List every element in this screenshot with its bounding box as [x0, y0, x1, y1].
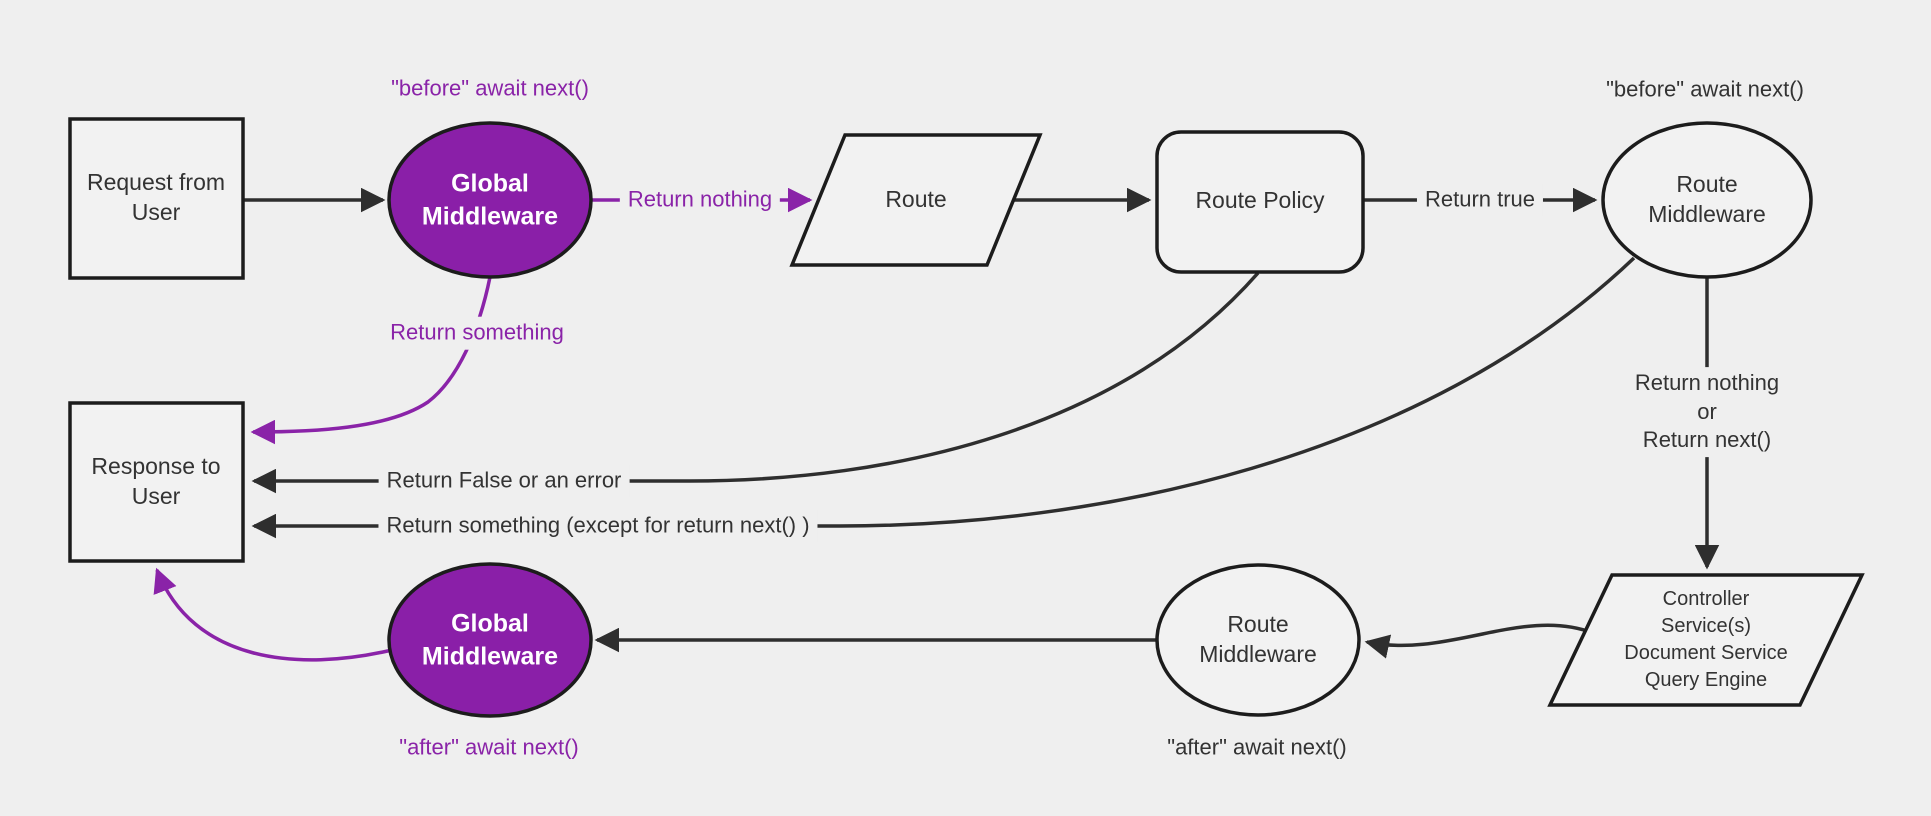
edge-label-return-something: Return something: [382, 316, 572, 350]
node-label-response-to-user: Response to User: [91, 453, 221, 509]
node-label-controller-services: Controller Service(s) Document Service Q…: [1624, 588, 1788, 691]
edge-label-return-false-or-error: Return False or an error: [378, 464, 630, 498]
node-route-middleware-bottom: [1155, 563, 1361, 717]
edge-route-middleware-return-something-to-response: [251, 256, 1636, 539]
node-response-to-user: [68, 401, 245, 563]
node-request-from-user: [68, 117, 245, 280]
node-label-global-middleware-top: Global Middleware: [421, 169, 559, 231]
node-label-route: Route: [885, 186, 947, 213]
edge-controller-to-route-middleware-bottom: [1364, 623, 1594, 659]
node-label-route-middleware-bottom: Route Middleware: [1199, 611, 1317, 667]
edge-global-middleware-return-something-to-response: [250, 276, 492, 445]
node-global-middleware-top: [387, 121, 593, 279]
node-route-policy: [1155, 130, 1365, 274]
edge-global-middleware-bottom-to-response: [153, 567, 393, 662]
node-route-middleware-top: [1601, 121, 1813, 279]
edge-label-return-true: Return true: [1416, 183, 1544, 217]
node-global-middleware-bottom: [387, 562, 593, 718]
edge-label-return-nothing-or-next: Return nothing or Return next(): [1626, 367, 1788, 457]
edge-label-after-await-next-route: "after" await next(): [1167, 734, 1347, 760]
node-route: [789, 133, 1043, 267]
node-label-route-middleware-top: Route Middleware: [1648, 171, 1766, 227]
edge-route-policy-return-false-to-response: [251, 271, 1260, 494]
edge-label-return-nothing: Return nothing: [619, 183, 781, 217]
edge-label-before-await-next-route: "before" await next(): [1606, 76, 1804, 102]
node-label-global-middleware-bottom: Global Middleware: [421, 609, 559, 671]
edge-label-after-await-next-global: "after" await next(): [399, 734, 579, 760]
edge-label-before-await-next-global: "before" await next(): [391, 75, 589, 101]
node-controller-services: [1547, 573, 1865, 707]
edge-label-return-something-except: Return something (except for return next…: [378, 509, 818, 543]
node-label-request-from-user: Request from User: [86, 169, 226, 225]
node-label-route-policy: Route Policy: [1195, 187, 1325, 214]
